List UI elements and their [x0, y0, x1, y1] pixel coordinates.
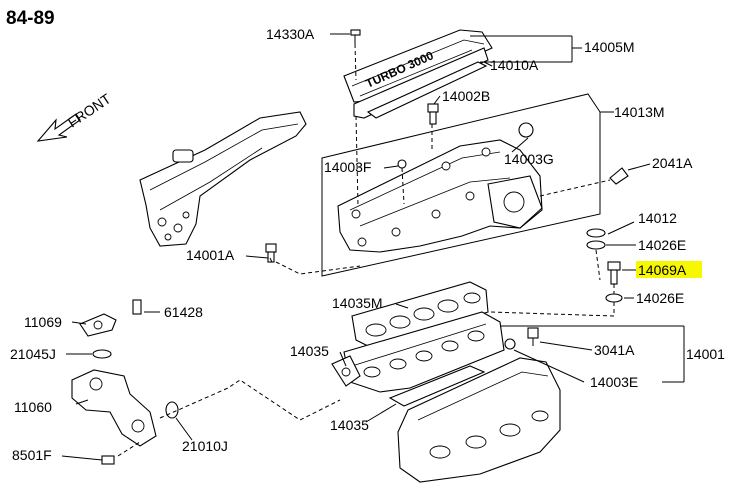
part-label-14003G[interactable]: 14003G [504, 151, 554, 167]
washer-14012-icon [586, 228, 606, 238]
engine-cylinder-head [139, 111, 307, 247]
washer-14026E-bottom-icon [605, 293, 623, 303]
part-label-61428[interactable]: 61428 [164, 304, 203, 320]
plenum-cover [343, 29, 493, 119]
engine-block-lower [397, 357, 561, 483]
part-label-21045J[interactable]: 21045J [10, 346, 56, 362]
gasket-21045J-icon [92, 349, 112, 359]
water-outlet-11069-icon [79, 313, 117, 337]
manifold-gasket-upper [351, 281, 489, 349]
washer-14026E-top-icon [586, 240, 606, 250]
year-range-title: 84-89 [6, 8, 55, 29]
part-label-14010A[interactable]: 14010A [490, 57, 539, 73]
plug-14003E-icon [504, 338, 516, 350]
part-label-3041A[interactable]: 3041A [594, 342, 635, 358]
sensor-61428-icon [132, 299, 142, 315]
part-label-14026E-bottom[interactable]: 14026E [636, 290, 684, 306]
thermostat-housing-11060-icon [71, 369, 157, 447]
part-label-14026E-top[interactable]: 14026E [638, 237, 686, 253]
leader-lines [61, 33, 685, 461]
part-label-14035-left[interactable]: 14035 [290, 343, 329, 359]
part-label-14013M[interactable]: 14013M [614, 104, 665, 120]
part-label-14069A[interactable]: 14069A [638, 262, 687, 278]
front-arrow-icon [36, 113, 81, 142]
bolt-14001A-icon [265, 243, 277, 263]
fitting-3041A-icon [527, 327, 539, 346]
part-label-8501F[interactable]: 8501F [12, 447, 52, 463]
part-label-14035M[interactable]: 14035M [332, 295, 383, 311]
front-label: FRONT [65, 90, 114, 130]
part-label-11060[interactable]: 11060 [14, 399, 52, 415]
part-label-2041A[interactable]: 2041A [652, 155, 693, 171]
part-label-14003F[interactable]: 14003F [324, 159, 371, 175]
bolt-8501F-icon [101, 455, 115, 465]
part-label-14003E[interactable]: 14003E [590, 374, 638, 390]
highlight-14069A [636, 261, 702, 278]
part-label-14330A[interactable]: 14330A [266, 26, 315, 42]
bolt-14002B-icon [427, 103, 439, 125]
intake-collector [337, 139, 543, 253]
gasket-21010J-icon [165, 401, 179, 419]
plenum-gasket [366, 61, 488, 119]
part-label-14002B[interactable]: 14002B [442, 88, 490, 104]
plug-14003G-icon [518, 122, 534, 138]
part-label-14001[interactable]: 14001 [686, 346, 725, 362]
bolt-14069A-icon [607, 261, 621, 285]
part-label-11069[interactable]: 11069 [24, 314, 62, 330]
stud-14003F-icon [397, 159, 407, 169]
fitting-2041A-icon [609, 167, 629, 185]
lower-intake-manifold [343, 311, 505, 393]
manifold-gasket-lower [388, 365, 486, 407]
collector-outline [321, 93, 601, 277]
part-label-14001A[interactable]: 14001A [186, 247, 235, 263]
part-label-14012[interactable]: 14012 [638, 210, 677, 226]
bolt-14330A-icon [350, 29, 361, 44]
part-label-14035-bottom[interactable]: 14035 [330, 417, 369, 433]
manifold-side-gasket [331, 355, 361, 387]
part-label-21010J[interactable]: 21010J [182, 438, 228, 454]
part-label-14005M[interactable]: 14005M [584, 39, 635, 55]
alignment-dashed-lines [117, 43, 615, 457]
